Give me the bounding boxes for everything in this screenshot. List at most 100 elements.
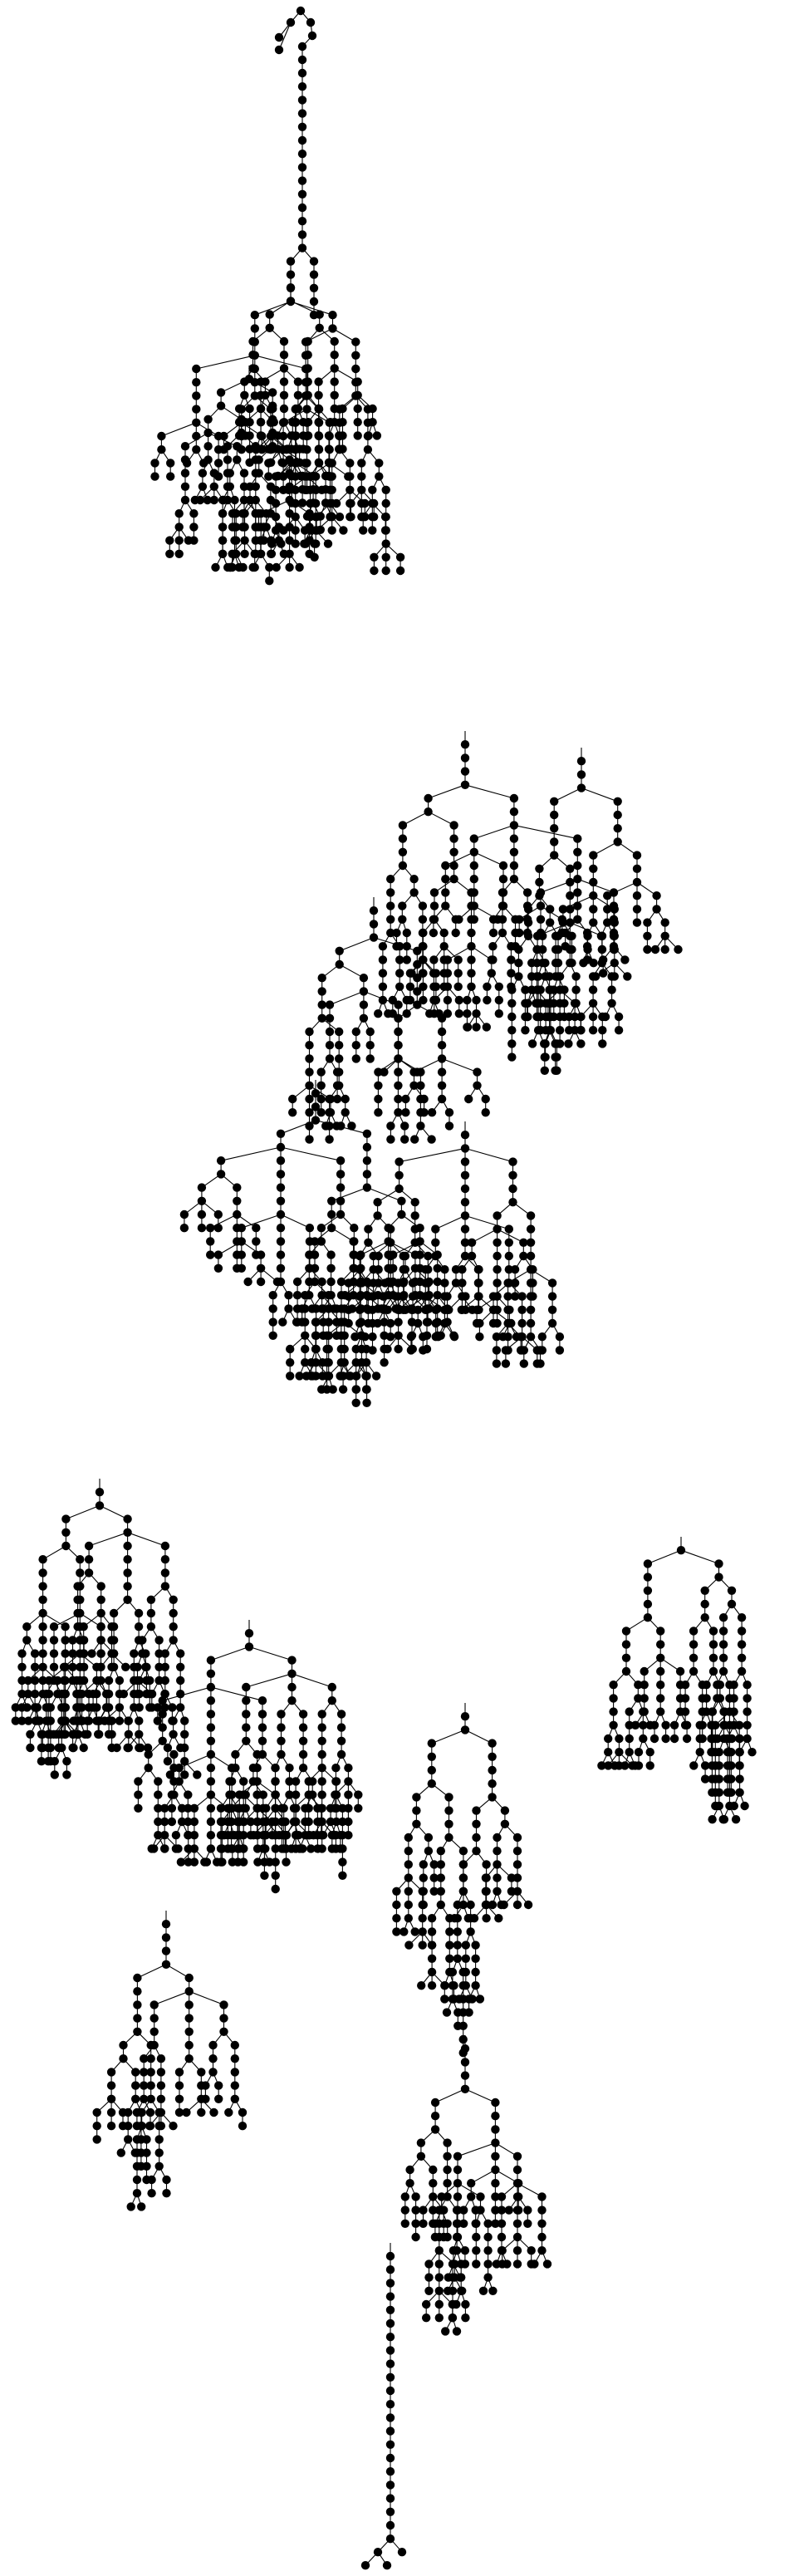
tree-node [336, 1710, 346, 1719]
tree-node [279, 418, 289, 427]
tree-node [723, 1734, 733, 1744]
tree-node [317, 1777, 326, 1786]
tree-node [174, 1777, 184, 1786]
tree-node [573, 901, 582, 910]
tree-node [160, 1568, 170, 1577]
tree-node [308, 498, 318, 508]
tree-node [368, 1332, 377, 1342]
tree-node [96, 1608, 105, 1618]
tree-node [195, 495, 205, 505]
tree-node [378, 969, 388, 978]
tree-node [711, 1801, 720, 1811]
tree-node [344, 1777, 353, 1786]
tree-node [373, 1198, 382, 1207]
tree-node [610, 972, 619, 981]
tree-node [649, 1734, 659, 1744]
tree-node [261, 1817, 270, 1827]
tree-node [321, 485, 331, 494]
tree-node [286, 283, 296, 292]
tree-node [324, 431, 334, 440]
tree-node [526, 1238, 536, 1248]
tree-node [504, 1224, 513, 1234]
tree-node [405, 982, 415, 992]
tree-node [223, 442, 233, 451]
tree-node [123, 1514, 132, 1524]
tree-node [386, 1121, 395, 1131]
tree-node [79, 1676, 89, 1685]
tree-node [527, 959, 537, 968]
tree-node [344, 1764, 353, 1773]
tree-node [306, 17, 316, 27]
tree-node [180, 469, 190, 478]
tree-node [472, 1318, 482, 1328]
tree-node [257, 549, 266, 558]
tree-node [231, 1764, 240, 1773]
tree-node [634, 1694, 643, 1703]
tree-node [218, 536, 228, 545]
tree-node [395, 982, 404, 992]
tree-node [473, 1081, 482, 1091]
tree-node [338, 404, 347, 414]
tree-node [394, 1027, 403, 1037]
tree-node [288, 1108, 297, 1117]
tree-node [493, 1305, 502, 1315]
tree-node [357, 1278, 366, 1288]
tree-node [284, 1304, 293, 1313]
tree-node [240, 549, 249, 558]
tree-node [316, 512, 325, 521]
tree-node [242, 1696, 251, 1705]
tree-node [123, 1582, 132, 1591]
tree-node [276, 1263, 286, 1273]
tree-node [475, 1332, 484, 1342]
tree-node [160, 1690, 169, 1699]
tree-node [433, 1277, 442, 1287]
tree-node [689, 1761, 699, 1770]
tree-node [394, 1013, 403, 1023]
tree-node [84, 1555, 94, 1564]
tree-node [160, 1803, 169, 1813]
tree-node [297, 217, 307, 226]
tree-node [38, 1622, 47, 1631]
tree-edge [471, 1229, 498, 1244]
tree-node [317, 1736, 326, 1745]
tree-node [96, 1636, 105, 1645]
tree-node [274, 32, 284, 42]
tree-node [394, 1108, 403, 1117]
tree-node [451, 1278, 461, 1288]
tree-node [297, 176, 307, 185]
tree-node [371, 1371, 381, 1381]
tree-node [405, 995, 415, 1005]
tree-node [297, 189, 307, 199]
tree-node [286, 1371, 295, 1381]
tree-node [206, 1237, 215, 1246]
tree-node [458, 1292, 467, 1301]
tree-node [607, 999, 616, 1008]
tree-node [603, 918, 612, 927]
tree-node [237, 1237, 246, 1246]
tree-node [469, 901, 478, 910]
tree-node [409, 875, 419, 884]
tree-node [154, 1817, 163, 1827]
tree-node [596, 931, 606, 941]
tree-node [656, 1694, 665, 1703]
tree-node [504, 1251, 513, 1261]
tree-node [184, 1817, 193, 1827]
tree-node [73, 1703, 83, 1712]
tree-node [355, 1318, 365, 1328]
tree-node [711, 1788, 720, 1797]
tree-node [400, 1265, 410, 1274]
tree-node [708, 1653, 718, 1663]
tree-node [213, 1263, 223, 1273]
tree-node [248, 351, 257, 360]
tree-node [297, 150, 307, 159]
tree-node [357, 485, 366, 494]
tree-node [287, 1669, 297, 1679]
tree-node [451, 1265, 461, 1274]
tree-node [374, 1081, 383, 1091]
tree-node [295, 562, 304, 572]
tree-node [123, 1568, 132, 1577]
tree-node [566, 918, 575, 927]
tree-node [509, 793, 519, 803]
tree-edge [246, 1673, 292, 1688]
tree-node [311, 1331, 321, 1341]
